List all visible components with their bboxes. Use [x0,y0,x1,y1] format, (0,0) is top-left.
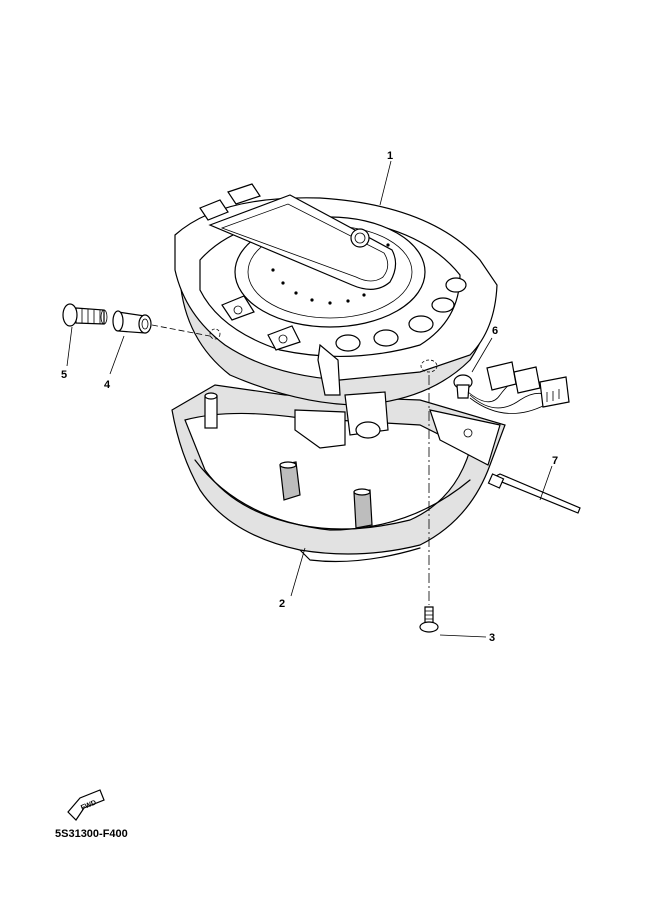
collar-part [112,310,152,334]
callout-7: 7 [552,455,558,467]
fwd-arrow-icon: FWD [67,789,105,821]
callout-4: 4 [104,379,111,391]
diagram-code: 5S31300-F400 [55,828,128,840]
callout-6: 6 [492,325,498,337]
callout-1: 1 [387,150,393,162]
callout-3: 3 [489,632,495,644]
cable-tie-part [487,473,581,514]
leader-lines [66,160,553,638]
bolt-part [62,303,108,327]
lower-case-part [171,384,506,563]
callout-5: 5 [61,369,67,381]
indicator-lamps [335,277,467,352]
lamp-socket-part [453,361,570,414]
callout-2: 2 [279,598,285,610]
meter-assembly-part [174,183,498,449]
screw-part [419,606,439,633]
